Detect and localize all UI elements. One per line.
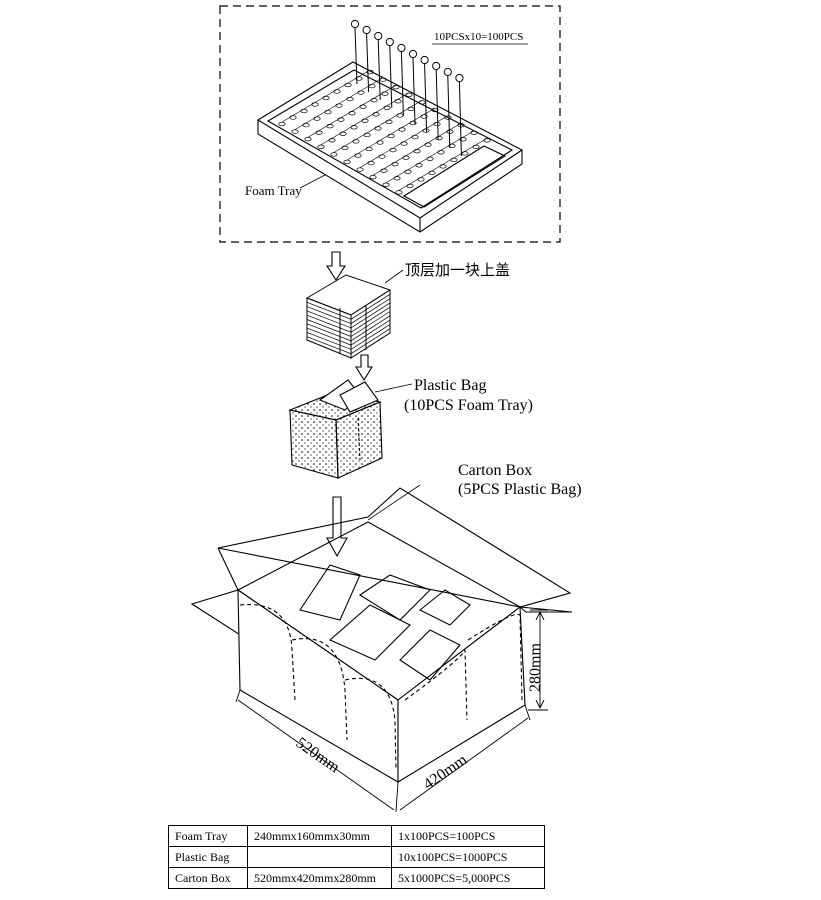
- lid-note: 顶层加一块上盖: [405, 262, 510, 279]
- carton-box-leader: [367, 484, 421, 521]
- plastic-bag-drawing: [288, 379, 383, 479]
- row-size: [247, 846, 392, 868]
- row-size: 520mmx420mmx280mm: [247, 867, 392, 889]
- row-qty: 5x1000PCS=5,000PCS: [391, 867, 545, 889]
- row-qty: 10x100PCS=1000PCS: [391, 846, 545, 868]
- down-arrow-1: [325, 251, 347, 282]
- carton-box-title: Carton Box: [458, 462, 532, 479]
- row-item: Foam Tray: [168, 825, 248, 847]
- foam-tray-label: Foam Tray: [245, 183, 302, 198]
- row-item: Plastic Bag: [168, 846, 248, 868]
- foam-tray-leader: [299, 174, 326, 189]
- stacked-trays-drawing: [305, 274, 392, 359]
- carton-box-detail: (5PCS Plastic Bag): [458, 481, 582, 498]
- carton-box-drawing: [190, 487, 573, 783]
- spec-table: Foam Tray 240mmx160mmx30mm 1x100PCS=100P…: [168, 825, 545, 889]
- down-arrow-2: [355, 354, 373, 382]
- down-arrow-3: [326, 496, 348, 558]
- lid-note-leader: [384, 269, 404, 284]
- row-qty: 1x100PCS=100PCS: [391, 825, 545, 847]
- row-item: Carton Box: [168, 867, 248, 889]
- tray-detail-frame: [219, 5, 561, 243]
- dimension-lines: [235, 609, 548, 813]
- table-row: Plastic Bag 10x100PCS=1000PCS: [168, 846, 545, 868]
- plastic-bag-detail: (10PCS Foam Tray): [404, 397, 533, 414]
- plastic-bag-title: Plastic Bag: [414, 377, 486, 394]
- dimension-height: 280mm: [527, 643, 544, 692]
- table-row: Carton Box 520mmx420mmx280mm 5x1000PCS=5…: [168, 867, 545, 889]
- pins-drawing: [350, 19, 464, 157]
- quantity-note: 10PCSx10=100PCS: [434, 31, 523, 43]
- plastic-bag-leader: [374, 383, 413, 393]
- table-row: Foam Tray 240mmx160mmx30mm 1x100PCS=100P…: [168, 825, 545, 847]
- foam-tray-drawing: [256, 61, 524, 233]
- row-size: 240mmx160mmx30mm: [247, 825, 392, 847]
